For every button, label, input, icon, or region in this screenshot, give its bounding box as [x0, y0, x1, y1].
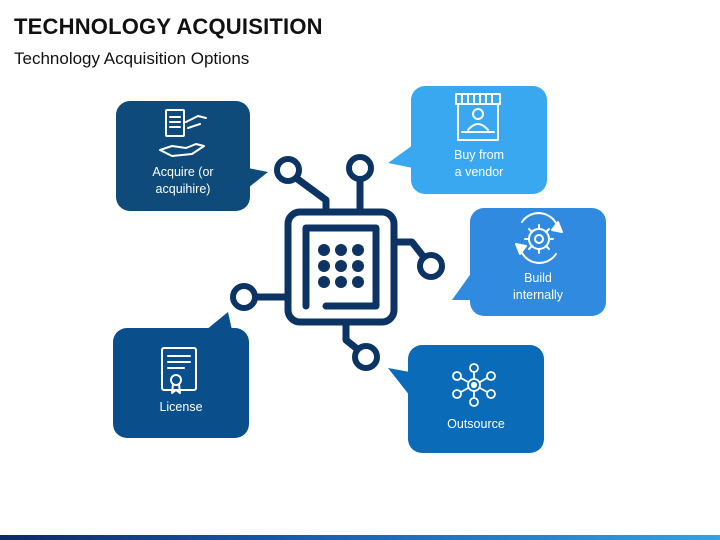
network-people-icon — [452, 363, 496, 407]
slide-subtitle: Technology Acquisition Options — [14, 49, 250, 68]
contract-handover-icon — [159, 109, 207, 157]
label-outsource: Outsource — [447, 417, 505, 431]
slide-title: TECHNOLOGY ACQUISITION — [14, 14, 323, 39]
callout-license — [113, 312, 249, 438]
label-license: License — [159, 400, 203, 414]
label-acquire: Acquire (or acquihire) — [152, 165, 214, 196]
label-build: Build internally — [512, 271, 564, 302]
chip-grid — [318, 244, 364, 288]
callout-acquire — [116, 101, 268, 211]
callout-outsource — [388, 345, 544, 453]
gear-cycle-icon — [515, 212, 563, 264]
trace-nodes — [230, 154, 445, 371]
bottom-accent-bar — [0, 535, 720, 540]
certificate-icon — [161, 347, 197, 394]
storefront-icon — [455, 93, 501, 141]
label-vendor: Buy from a vendor — [453, 148, 504, 179]
